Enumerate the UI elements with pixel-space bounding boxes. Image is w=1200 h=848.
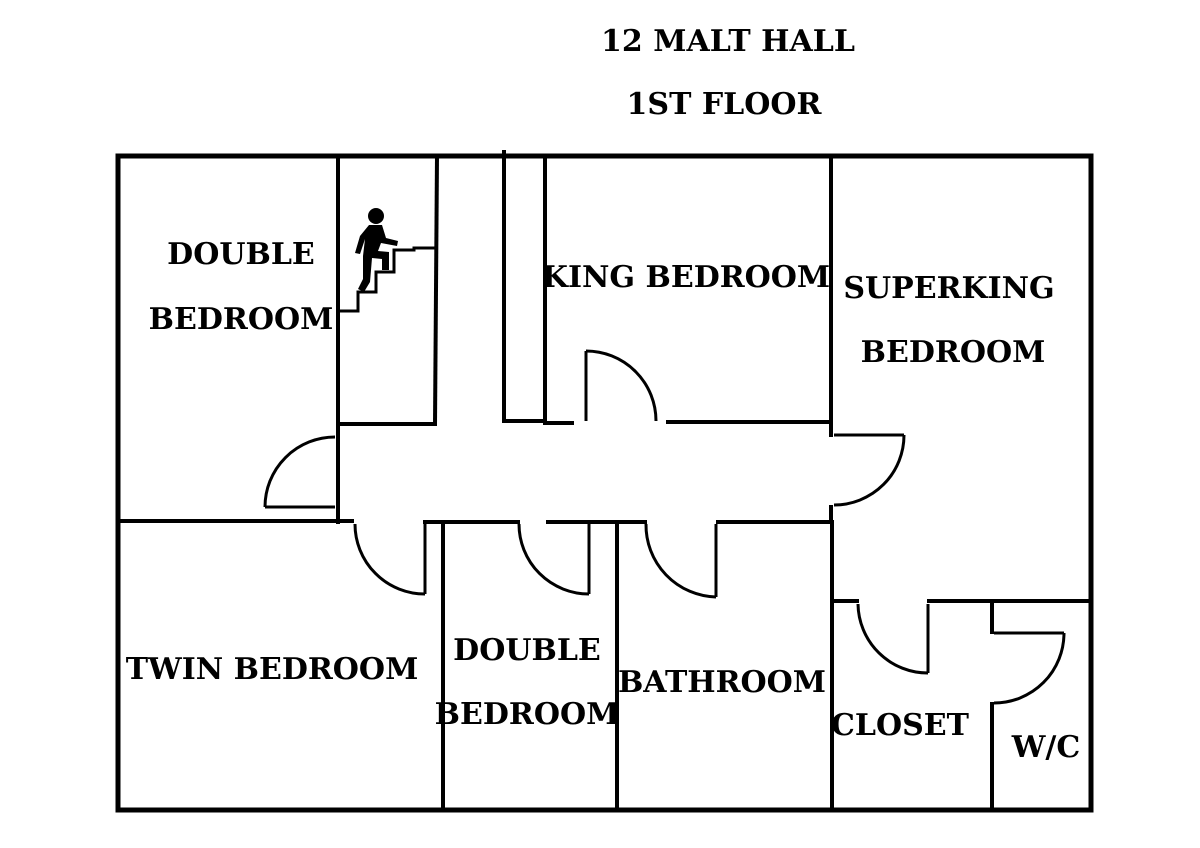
label-superking-bedroom-line1: SUPERKING — [843, 271, 1054, 306]
door-wc — [993, 631, 1066, 705]
door-bathroom — [644, 523, 718, 599]
stairs-icon — [340, 246, 435, 313]
label-wc: W/C — [1011, 730, 1081, 765]
door-twin-bedroom — [353, 523, 427, 596]
doors — [263, 349, 1066, 705]
interior-walls — [116, 150, 1093, 812]
floor-subtitle: 1ST FLOOR — [627, 87, 823, 122]
door-double-bedroom-top — [263, 435, 336, 509]
outer-wall — [115, 153, 1094, 813]
door-double-bedroom-bottom — [517, 523, 591, 596]
label-double-bedroom-top-line2: BEDROOM — [149, 302, 334, 337]
label-bathroom: BATHROOM — [618, 665, 826, 700]
label-double-bedroom-top-line1: DOUBLE — [167, 237, 315, 272]
label-king-bedroom: KING BEDROOM — [542, 260, 830, 295]
door-superking-bedroom — [833, 433, 906, 507]
label-double-bedroom-bottom-line2: BEDROOM — [435, 697, 620, 732]
label-twin-bedroom: TWIN BEDROOM — [126, 652, 419, 687]
door-king-bedroom — [584, 349, 658, 422]
plan-title: 12 MALT HALL — [601, 24, 855, 59]
person-climbing-icon — [355, 208, 398, 292]
label-double-bedroom-bottom-line1: DOUBLE — [453, 633, 601, 668]
label-superking-bedroom-line2: BEDROOM — [861, 335, 1046, 370]
door-closet — [856, 603, 930, 675]
label-closet: CLOSET — [831, 708, 970, 743]
